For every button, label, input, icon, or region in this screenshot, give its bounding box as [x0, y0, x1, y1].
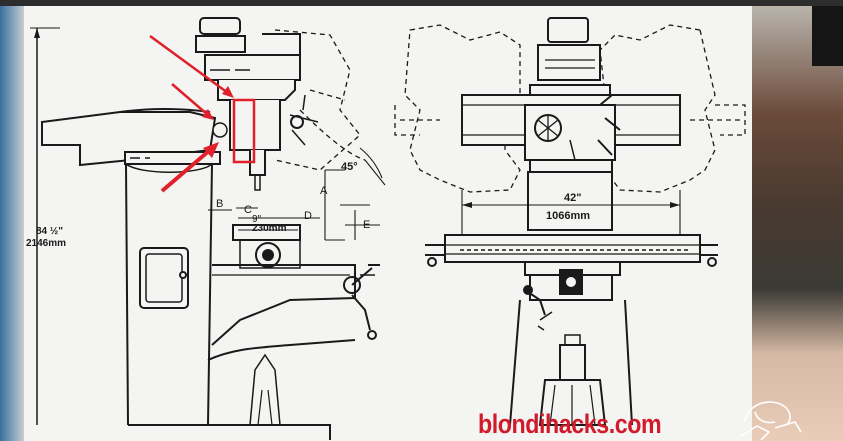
arrow-icons: [149, 34, 234, 193]
front-view: [394, 17, 746, 426]
background-dark-corner: [812, 6, 843, 66]
height-inches-label: 84 ½": [36, 226, 63, 237]
background-right: [752, 6, 843, 441]
top-bar: [0, 0, 843, 6]
dim-d-label: D: [304, 210, 312, 222]
side-view: [30, 17, 386, 440]
dim-9-label: 9": [252, 214, 262, 225]
height-mm-label: 2146mm: [26, 238, 66, 249]
highlight-box: [232, 98, 256, 164]
background-left: [0, 6, 24, 441]
logo-icon: [740, 401, 802, 441]
dim-b-label: B: [216, 198, 223, 210]
mill-drawing: 84 ½" 2146mm 45° A B C D E 9" 230mm 42" …: [26, 17, 746, 440]
dim-a-label: A: [320, 185, 328, 197]
dim-c-label: C: [244, 204, 252, 216]
dim-e-label: E: [363, 219, 370, 231]
red-annotations: [149, 34, 256, 193]
width-mm-label: 1066mm: [546, 210, 590, 222]
drawing-sheet: 84 ½" 2146mm 45° A B C D E 9" 230mm 42" …: [24, 6, 752, 441]
width-inches-label: 42": [564, 192, 581, 204]
watermark-text: blondihacks.com: [478, 409, 662, 439]
dim-230mm-label: 230mm: [252, 223, 287, 234]
angle-label: 45°: [341, 161, 358, 173]
